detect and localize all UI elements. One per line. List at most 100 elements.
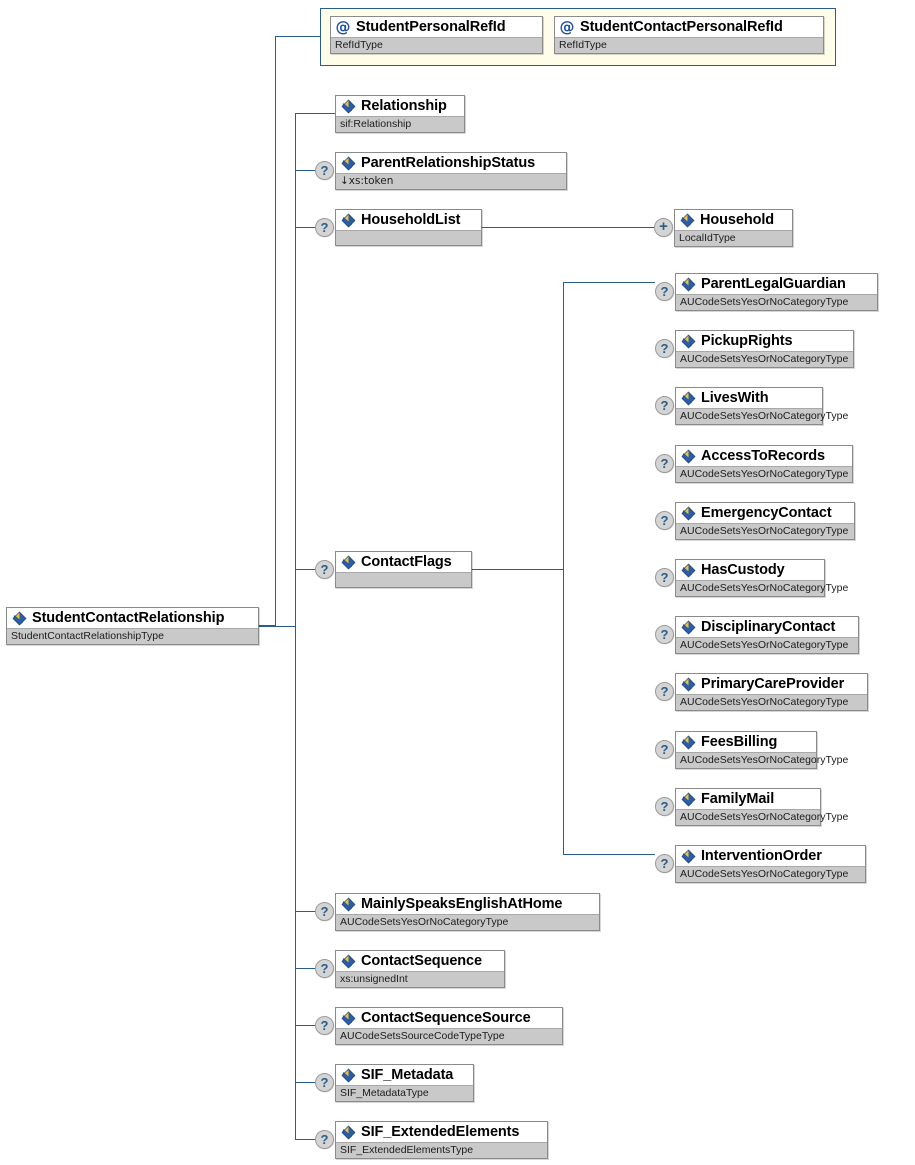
element-type: AUCodeSetsYesOrNoCategoryType bbox=[680, 525, 849, 537]
at-icon: @ bbox=[559, 17, 575, 36]
connector-contactflags-to-rail bbox=[472, 569, 564, 570]
root-type: StudentContactRelationshipType bbox=[11, 630, 164, 642]
element-name: PrimaryCareProvider bbox=[701, 676, 845, 692]
attribute-node-studentpersonalrefid[interactable]: @ StudentPersonalRefId RefIdType bbox=[330, 16, 543, 54]
element-type-row: AUCodeSetsYesOrNoCategoryType bbox=[676, 466, 852, 482]
element-node-relationship[interactable]: Relationship sif:Relationship bbox=[335, 95, 465, 133]
element-name-row: FeesBilling bbox=[676, 732, 816, 752]
element-icon bbox=[341, 213, 356, 228]
element-name-row: ParentLegalGuardian bbox=[676, 274, 877, 294]
element-name: Household bbox=[700, 212, 775, 228]
element-name: AccessToRecords bbox=[701, 448, 825, 464]
connector-stub-sifmetadata bbox=[295, 1082, 317, 1083]
occurrence-badge-optional[interactable]: ? bbox=[315, 1130, 334, 1149]
element-node-sif-metadata[interactable]: SIF_Metadata SIF_MetadataType bbox=[335, 1064, 474, 1102]
element-name: MainlySpeaksEnglishAtHome bbox=[361, 896, 563, 912]
occurrence-badge-optional[interactable]: ? bbox=[655, 625, 674, 644]
attribute-name: StudentContactPersonalRefId bbox=[580, 19, 783, 35]
connector-householdlist-to-household bbox=[482, 227, 654, 228]
element-node-sif-extendedelements[interactable]: SIF_ExtendedElements SIF_ExtendedElement… bbox=[335, 1121, 548, 1159]
element-icon bbox=[341, 897, 356, 912]
element-type: AUCodeSetsYesOrNoCategoryType bbox=[680, 696, 849, 708]
element-type-row: AUCodeSetsYesOrNoCategoryType bbox=[676, 694, 867, 710]
element-type-row: AUCodeSetsYesOrNoCategoryType bbox=[676, 523, 854, 539]
occurrence-badge-optional[interactable]: ? bbox=[655, 797, 674, 816]
element-name-row: SIF_Metadata bbox=[336, 1065, 473, 1085]
element-name: HouseholdList bbox=[361, 212, 461, 228]
connector-stub-householdlist bbox=[295, 227, 317, 228]
element-name: ContactSequenceSource bbox=[361, 1010, 531, 1026]
connector-element-rail-to-root bbox=[259, 626, 296, 627]
occurrence-badge-optional[interactable]: ? bbox=[655, 568, 674, 587]
occurrence-badge-optional[interactable]: ? bbox=[655, 854, 674, 873]
connector-stub-contactflags bbox=[295, 569, 317, 570]
element-icon bbox=[341, 99, 356, 114]
element-type: AUCodeSetsYesOrNoCategoryType bbox=[680, 582, 849, 594]
connector-stub-relationship bbox=[295, 113, 335, 114]
element-type: AUCodeSetsYesOrNoCategoryType bbox=[340, 916, 509, 928]
element-name-row: SIF_ExtendedElements bbox=[336, 1122, 547, 1142]
element-type-row: SIF_MetadataType bbox=[336, 1085, 473, 1101]
element-icon bbox=[341, 1125, 356, 1140]
connector-attribute-to-group bbox=[275, 36, 320, 37]
element-name-row: MainlySpeaksEnglishAtHome bbox=[336, 894, 599, 914]
occurrence-badge-optional[interactable]: ? bbox=[655, 282, 674, 301]
element-type-row: sif:Relationship bbox=[336, 116, 464, 132]
connector-stub-interventionorder bbox=[563, 854, 655, 855]
root-type-row: StudentContactRelationshipType bbox=[7, 628, 258, 644]
element-type-row: AUCodeSetsYesOrNoCategoryType bbox=[676, 866, 865, 882]
element-name-row: PickupRights bbox=[676, 331, 853, 351]
element-node-mainlyspeaksenglishathome[interactable]: MainlySpeaksEnglishAtHome AUCodeSetsYesO… bbox=[335, 893, 600, 931]
occurrence-badge-optional[interactable]: ? bbox=[315, 1016, 334, 1035]
occurrence-badge-optional[interactable]: ? bbox=[315, 161, 334, 180]
element-name: DisciplinaryContact bbox=[701, 619, 836, 635]
root-name-row: StudentContactRelationship bbox=[7, 608, 258, 628]
element-type-row: AUCodeSetsYesOrNoCategoryType bbox=[676, 294, 877, 310]
occurrence-badge-optional[interactable]: ? bbox=[315, 1073, 334, 1092]
element-name-row: Relationship bbox=[336, 96, 464, 116]
occurrence-badge-optional[interactable]: ? bbox=[655, 511, 674, 530]
element-node-parentrelationshipstatus[interactable]: ParentRelationshipStatus ↓xs:token bbox=[335, 152, 567, 190]
root-node-studentcontactrelationship[interactable]: StudentContactRelationship StudentContac… bbox=[6, 607, 259, 645]
occurrence-badge-one-or-more[interactable]: + bbox=[654, 218, 673, 237]
element-name-row: EmergencyContact bbox=[676, 503, 854, 523]
element-type: AUCodeSetsYesOrNoCategoryType bbox=[680, 754, 849, 766]
element-node-contactsequence[interactable]: ContactSequence xs:unsignedInt bbox=[335, 950, 505, 988]
element-node-household[interactable]: Household LocalIdType bbox=[674, 209, 793, 247]
occurrence-badge-optional[interactable]: ? bbox=[315, 902, 334, 921]
occurrence-badge-optional[interactable]: ? bbox=[655, 454, 674, 473]
connector-contactflags-rail bbox=[563, 282, 564, 854]
element-type-row: SIF_ExtendedElementsType bbox=[336, 1142, 547, 1158]
occurrence-badge-optional[interactable]: ? bbox=[315, 959, 334, 978]
occurrence-badge-optional[interactable]: ? bbox=[315, 560, 334, 579]
occurrence-badge-optional[interactable]: ? bbox=[315, 218, 334, 237]
element-icon bbox=[681, 620, 696, 635]
element-type-row: AUCodeSetsYesOrNoCategoryType bbox=[676, 809, 848, 825]
element-name-row: DisciplinaryContact bbox=[676, 617, 858, 637]
element-type: SIF_MetadataType bbox=[340, 1087, 429, 1099]
occurrence-badge-optional[interactable]: ? bbox=[655, 339, 674, 358]
occurrence-badge-optional[interactable]: ? bbox=[655, 396, 674, 415]
element-type: AUCodeSetsYesOrNoCategoryType bbox=[680, 468, 849, 480]
occurrence-badge-optional[interactable]: ? bbox=[655, 682, 674, 701]
attribute-node-studentcontactpersonalrefid[interactable]: @ StudentContactPersonalRefId RefIdType bbox=[554, 16, 824, 54]
occurrence-badge-optional[interactable]: ? bbox=[655, 740, 674, 759]
element-node-contactsequencesource[interactable]: ContactSequenceSource AUCodeSetsSourceCo… bbox=[335, 1007, 563, 1045]
element-name: SIF_Metadata bbox=[361, 1067, 454, 1083]
element-type-row: ↓xs:token bbox=[336, 173, 566, 189]
root-name: StudentContactRelationship bbox=[32, 610, 225, 626]
element-node-householdlist[interactable]: HouseholdList bbox=[335, 209, 482, 246]
element-node-contactflags[interactable]: ContactFlags bbox=[335, 551, 472, 588]
connector-stub-sifextendedelements bbox=[295, 1139, 317, 1140]
